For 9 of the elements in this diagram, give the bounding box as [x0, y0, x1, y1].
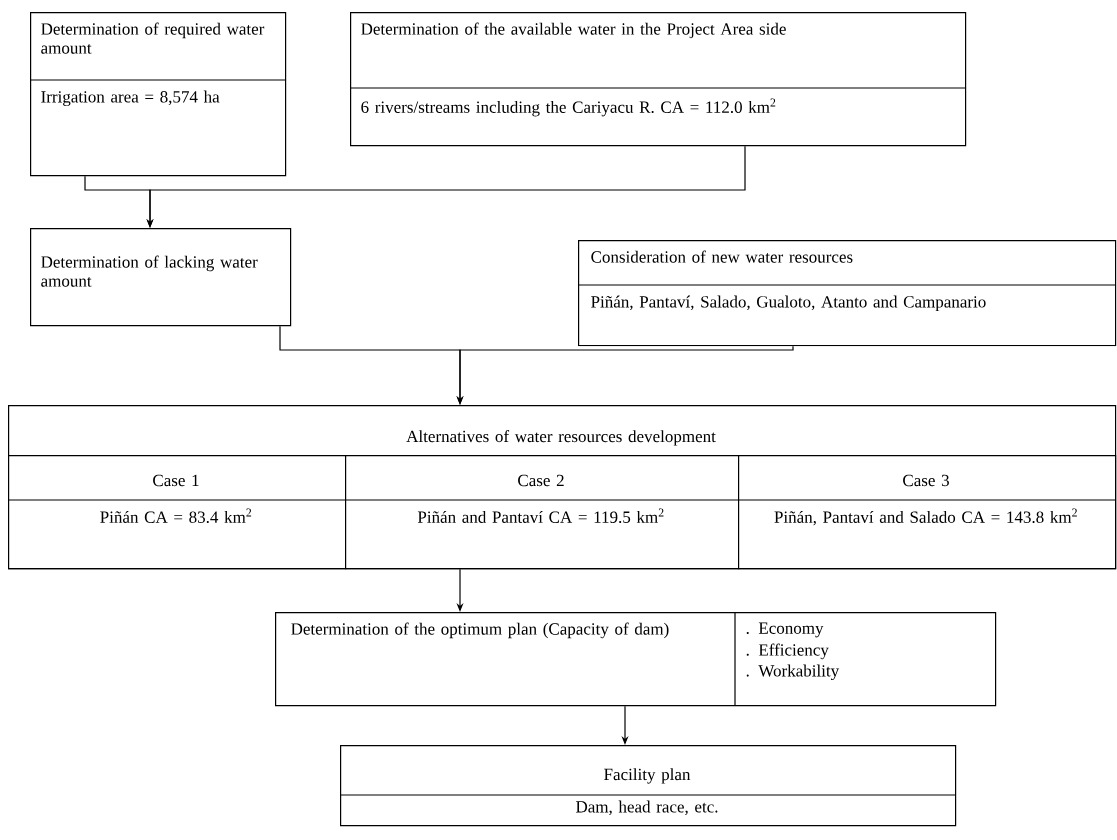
table-cell: Case 1 Piñán CA = 83.4 km$^{2}$	[7, 455, 347, 570]
table-cell: Case 2 Piñán and Pantaví CA = 119.5 km$^{2}$	[344, 455, 740, 570]
process-box: Determination of the available water in the Project Area side 6 rivers/streams including the Cariyacu R. CA = 112.0 km$^{2}$	[349, 12, 967, 147]
table-cell: Case 3 Piñán, Pantaví and Salado CA = 143.8 km$^{2}$	[737, 455, 1117, 570]
process-box: Determination of the optimum plan (Capacity of dam) . Economy . Efficiency . Workability	[275, 611, 997, 707]
process-box: Determination of lacking water amount	[30, 228, 292, 327]
process-box: Facility plan Dam, head race, etc.	[339, 745, 957, 827]
process-box: Consideration of new water resources Piñán, Pantaví, Salado, Gualoto, Atanto and Campanario	[577, 240, 1117, 347]
process-box: Determination of required water amount Irrigation area = 8,574 ha	[29, 12, 287, 177]
